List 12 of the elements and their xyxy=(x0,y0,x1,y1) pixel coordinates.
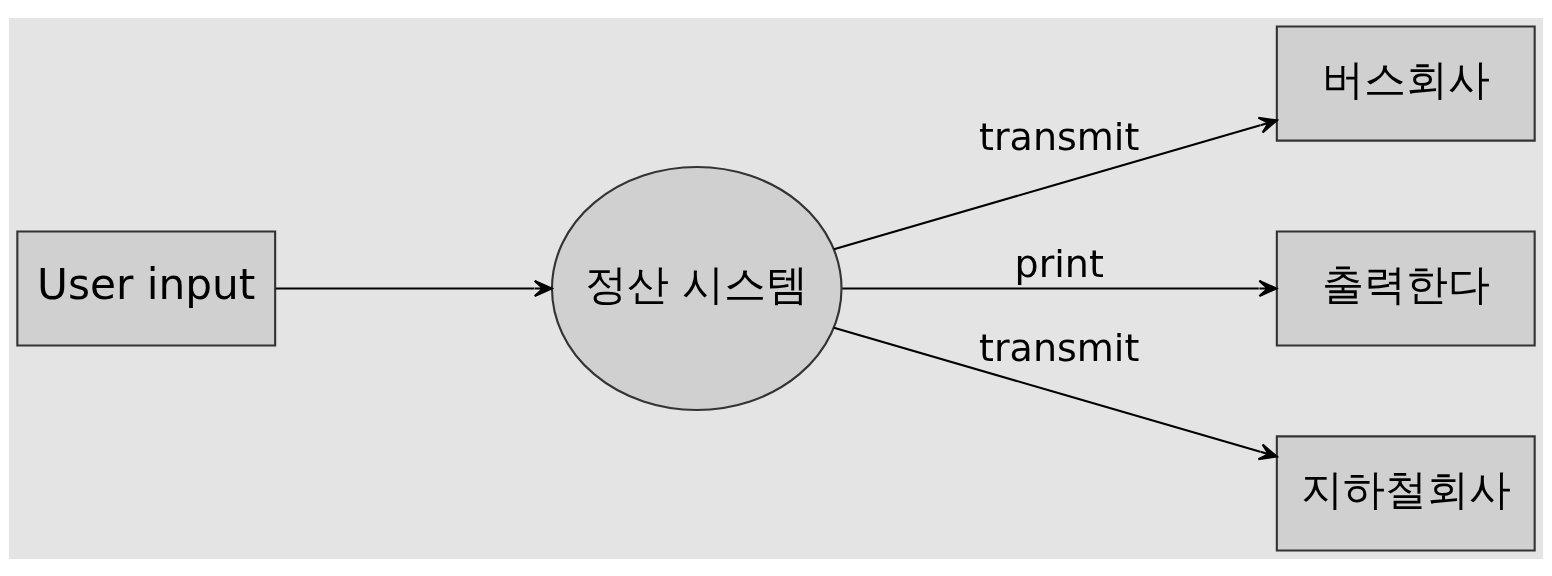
edge-label: print xyxy=(1014,241,1104,286)
node-ellipse: 정산 시스템 xyxy=(550,165,843,411)
arrow xyxy=(275,279,553,297)
arrow xyxy=(833,326,1278,460)
node-box: User input xyxy=(16,229,277,347)
arrow xyxy=(842,279,1278,297)
arrow xyxy=(833,116,1278,250)
edge-label: transmit xyxy=(979,114,1140,159)
edge-label: transmit xyxy=(979,325,1140,370)
node-box: 출력한다 xyxy=(1275,229,1536,347)
node-box: 버스회사 xyxy=(1275,24,1536,142)
node-box: 지하철회사 xyxy=(1275,434,1536,552)
